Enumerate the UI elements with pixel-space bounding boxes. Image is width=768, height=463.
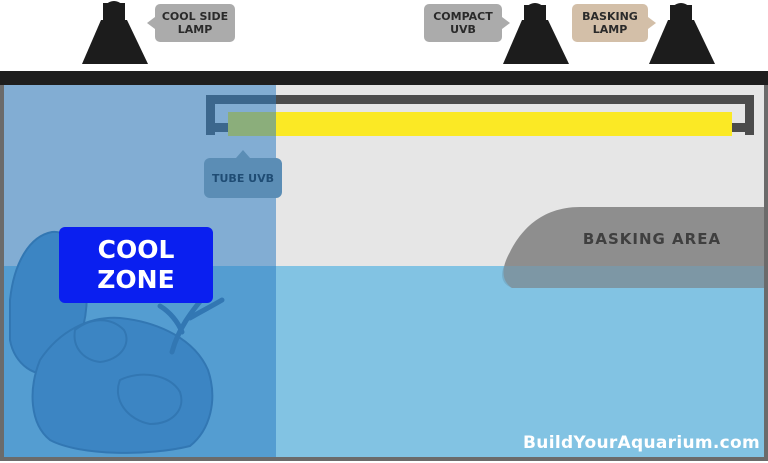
basking-lamp-icon <box>649 3 715 64</box>
watermark: BuildYourAquarium.com <box>523 433 760 453</box>
compact-uvb-lamp-label-line2: UVB <box>450 23 476 36</box>
basking-lamp-label-line2: LAMP <box>592 23 628 36</box>
tank-bottom-wall <box>0 457 768 461</box>
cool-side-lamp-label: COOL SIDE LAMP <box>147 4 235 42</box>
cool-zone-label: COOL ZONE <box>59 227 213 303</box>
tank-left-wall <box>0 85 4 461</box>
basking-area-label: BASKING AREA <box>582 230 722 248</box>
cool-side-lamp-label-line2: LAMP <box>177 23 213 36</box>
cool-side-lamp-icon <box>82 1 148 64</box>
cool-zone-label-line1: COOL <box>97 235 175 264</box>
cool-zone-label-line2: ZONE <box>97 265 175 294</box>
uvb-tube <box>228 112 732 136</box>
tube-uvb-label: TUBE UVB <box>204 150 282 198</box>
basking-lamp-label: BASKING LAMP <box>572 4 656 42</box>
basking-lamp-label-line1: BASKING <box>582 10 638 23</box>
tank-lid <box>0 71 768 85</box>
tank-right-wall <box>764 85 768 461</box>
cool-side-lamp-label-line1: COOL SIDE <box>161 10 229 23</box>
compact-uvb-lamp-label: COMPACT UVB <box>424 4 510 42</box>
compact-uvb-lamp-icon <box>503 3 569 64</box>
basking-platform-submerged <box>502 266 764 288</box>
tube-uvb-label-text: TUBE UVB <box>212 171 274 185</box>
compact-uvb-lamp-label-line1: COMPACT <box>433 10 493 23</box>
